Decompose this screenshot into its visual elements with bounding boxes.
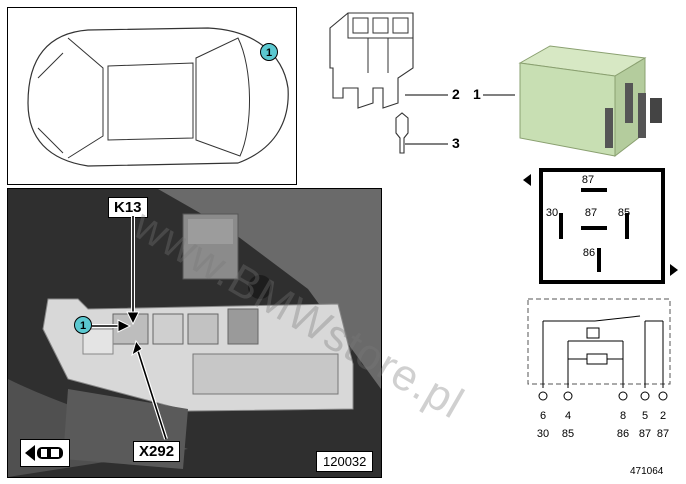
callout-2: 2 [452, 86, 460, 102]
leader-line-2 [405, 94, 448, 96]
callout-1: 1 [473, 86, 481, 102]
schematic-terminal-86: 86 [616, 428, 630, 440]
fuse-box-illustration [8, 189, 381, 477]
schematic-pin-6: 6 [539, 410, 547, 422]
schematic-pin-4: 4 [564, 410, 572, 422]
schematic-pin-5: 5 [641, 410, 649, 422]
pin-30: 30 [545, 207, 559, 219]
pin-87-center: 87 [584, 207, 598, 219]
pin-86: 86 [582, 247, 596, 259]
diagram-number: 471064 [630, 466, 664, 477]
schematic-terminal-87b: 87 [656, 428, 670, 440]
k13-arrow [126, 216, 140, 326]
photo-location-badge: 1 [74, 316, 92, 334]
leader-line-1 [483, 94, 515, 96]
pin-85: 85 [617, 207, 631, 219]
schematic-terminal-30: 30 [536, 428, 550, 440]
relay-schematic [527, 298, 671, 401]
relay-socket-drawing [329, 12, 414, 154]
car-outline-icon [27, 27, 289, 167]
schematic-terminal-87a: 87 [638, 428, 652, 440]
k13-label: K13 [108, 197, 148, 218]
x292-label: X292 [133, 441, 181, 462]
relay-icon [518, 45, 662, 158]
badge-arrow [92, 319, 132, 333]
callout-3: 3 [452, 135, 460, 151]
pin-87-top: 87 [581, 174, 595, 186]
fuse-box-photo: K13 1 X292 120032 [7, 188, 382, 478]
relay-pinout-diagram [523, 168, 678, 284]
schematic-terminal-85: 85 [561, 428, 575, 440]
schematic-pin-8: 8 [619, 410, 627, 422]
car-location-panel: 1 [7, 7, 297, 185]
leader-line-3 [405, 143, 448, 145]
schematic-pin-2: 2 [659, 410, 667, 422]
car-direction-icon [20, 439, 70, 467]
photo-reference-number: 120032 [316, 451, 374, 472]
x292-arrow [131, 339, 168, 440]
car-location-badge: 1 [260, 43, 278, 61]
